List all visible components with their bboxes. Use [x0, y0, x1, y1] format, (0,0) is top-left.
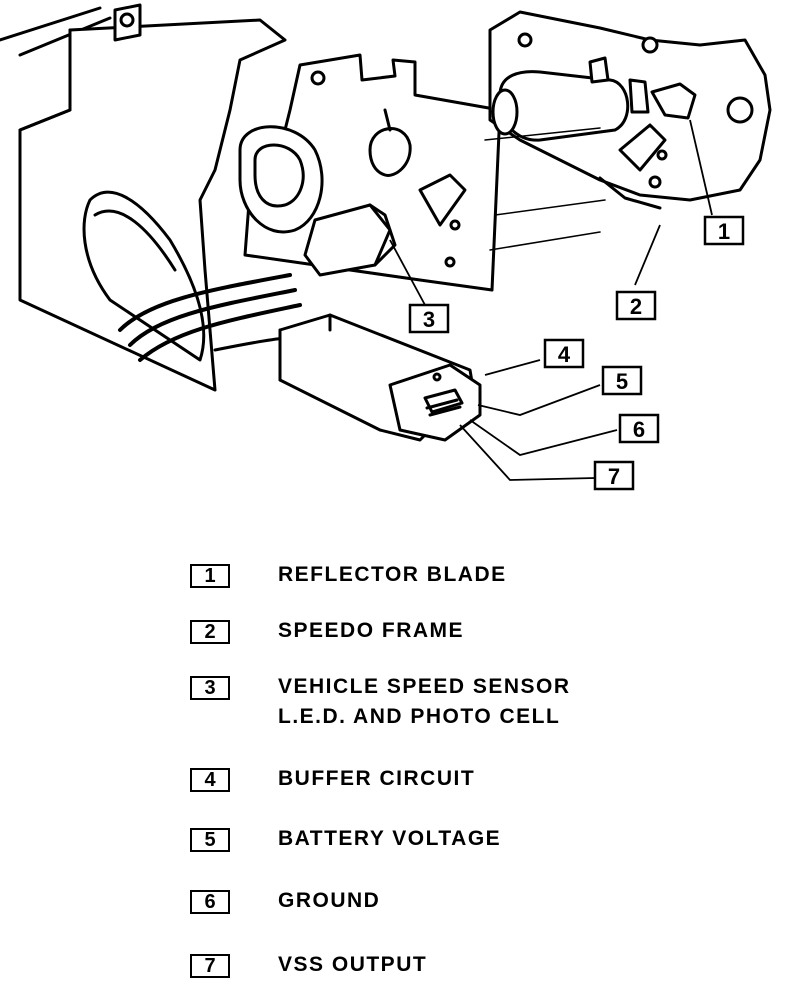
legend-number: 3: [190, 676, 230, 700]
speedometer-assembly: [488, 10, 772, 210]
callout-2-number: 2: [630, 294, 642, 319]
callout-3-box: [408, 303, 450, 334]
callout-3-number: 3: [423, 307, 435, 332]
legend-number: 4: [190, 768, 230, 792]
legend-item-reflector-blade: 1 REFLECTOR BLADE: [190, 563, 507, 590]
legend-number: 1: [190, 564, 230, 588]
guide-lines: [484, 127, 606, 251]
legend-label: VEHICLE SPEED SENSOR: [278, 675, 571, 698]
legend-number: 2: [190, 620, 230, 644]
legend-item-speedo-frame: 2 SPEEDO FRAME: [190, 619, 464, 646]
callout-4-number: 4: [558, 342, 571, 367]
leader-7: [459, 424, 596, 481]
legend-number: 7: [190, 954, 230, 978]
legend-label-line2: L.E.D. AND PHOTO CELL: [278, 705, 561, 728]
legend-item-vss-output: 7 VSS OUTPUT: [190, 953, 427, 980]
leader-5: [477, 384, 601, 416]
callout-1-number: 1: [718, 219, 730, 244]
legend-label: VSS OUTPUT: [278, 953, 428, 976]
callout-6-box: [618, 413, 660, 444]
legend-label: REFLECTOR BLADE: [278, 563, 507, 586]
legend-number: 6: [190, 890, 230, 914]
leader-6: [469, 419, 618, 456]
callout-1-box: [703, 215, 745, 246]
speedo-frame-plate: [238, 53, 502, 292]
leader-1: [689, 119, 713, 216]
legend-item-ground: 6 GROUND: [190, 889, 380, 916]
legend-item-vehicle-speed-sensor: 3 VEHICLE SPEED SENSOR L.E.D. AND PHOTO …: [190, 675, 571, 732]
legend-item-buffer-circuit: 4 BUFFER CIRCUIT: [190, 767, 475, 794]
callout-2-box: [615, 290, 657, 321]
legend-number: 5: [190, 828, 230, 852]
legend-label: GROUND: [278, 889, 381, 912]
leader-4: [484, 359, 541, 376]
led-photocell-module: [303, 203, 397, 277]
callout-6-number: 6: [633, 417, 645, 442]
vehicle-speed-sensor-diagram: 1 2 3 4 5 6 7: [0, 3, 772, 491]
callout-4-box: [543, 338, 585, 369]
callout-5-box: [601, 365, 643, 396]
callout-7-number: 7: [608, 464, 620, 489]
legend-item-battery-voltage: 5 BATTERY VOLTAGE: [190, 827, 501, 854]
legend-label: BUFFER CIRCUIT: [278, 767, 476, 790]
callout-7-box: [593, 460, 635, 491]
leader-2: [634, 224, 661, 286]
legend: 1 REFLECTOR BLADE 2 SPEEDO FRAME 3 VEHIC…: [0, 540, 800, 982]
top-wire: [0, 6, 112, 57]
legend-label: SPEEDO FRAME: [278, 619, 465, 642]
buffer-circuit-box: [278, 313, 482, 442]
dash-housing: [18, 3, 302, 392]
legend-label: BATTERY VOLTAGE: [278, 827, 502, 850]
leader-3: [389, 239, 426, 306]
callout-5-number: 5: [616, 369, 628, 394]
